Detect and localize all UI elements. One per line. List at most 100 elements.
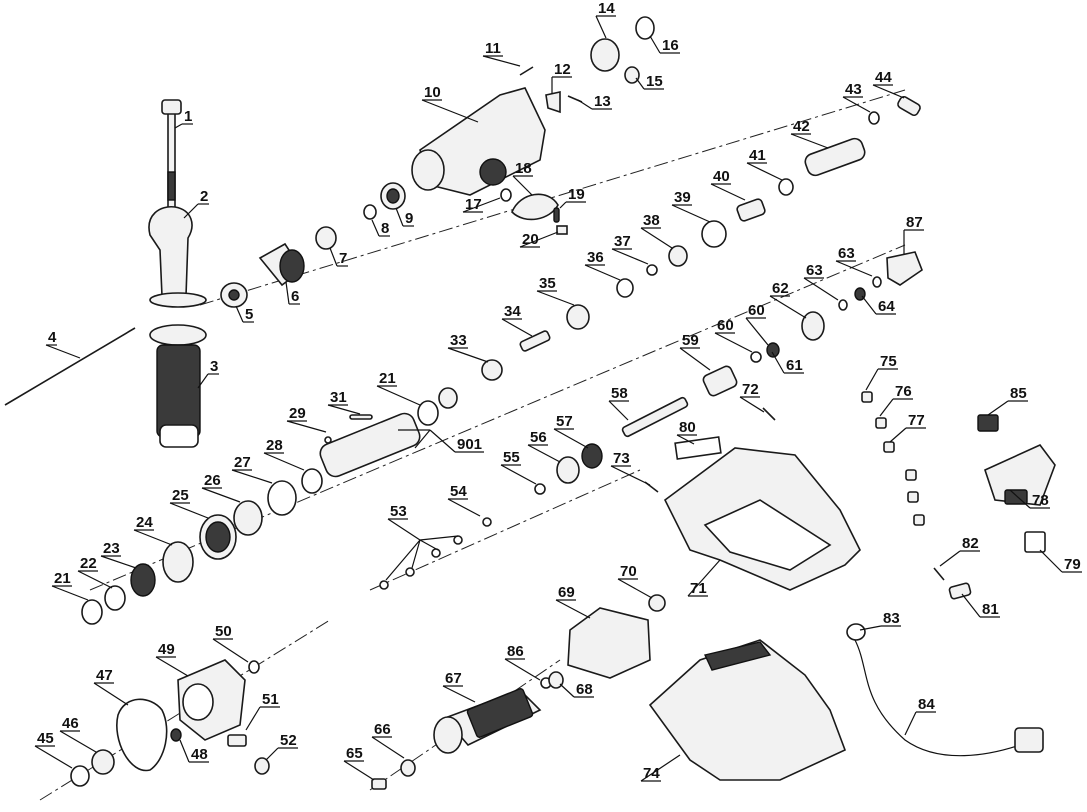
part-53a: [379, 580, 389, 590]
callout-leader: [842, 96, 871, 113]
callout-label: 82: [962, 535, 979, 552]
callout-label: 55: [503, 449, 520, 466]
callout-leader: [769, 295, 807, 319]
callout-label: 86: [507, 643, 524, 660]
callout-leader: [584, 264, 621, 281]
callout-p87: 87: [903, 214, 924, 254]
callout-leader: [559, 683, 575, 698]
callout-p34: 34: [501, 303, 533, 337]
callout-p38: 38: [640, 212, 673, 249]
part-69-stator: [567, 607, 651, 679]
part-43: [868, 111, 880, 125]
callout-leader: [710, 183, 746, 201]
callout-53-bracket: [385, 539, 421, 581]
callout-p22: 22: [77, 555, 113, 589]
callout-label: 34: [504, 303, 521, 320]
part-60: [750, 351, 762, 363]
part-82: [933, 567, 945, 581]
callout-p68: 68: [559, 681, 594, 698]
callout-p78: 78: [1009, 489, 1050, 509]
callout-label: 17: [465, 196, 482, 213]
rear-parts: [70, 659, 270, 787]
callout-leader: [635, 77, 645, 90]
callout-leader: [803, 277, 839, 301]
callout-p23: 23: [100, 540, 137, 569]
part-15: [624, 66, 640, 84]
side-handle-assembly: [4, 99, 207, 448]
callout-label: 85: [1010, 385, 1027, 402]
callout-p901: 901: [429, 429, 484, 453]
callout-p33: 33: [447, 332, 489, 363]
callout-leader: [608, 400, 629, 421]
callout-leader: [100, 555, 137, 569]
callout-label: 63: [806, 262, 823, 279]
callout-p43: 43: [842, 81, 871, 113]
part-70: [648, 594, 666, 612]
callout-label: 2: [200, 188, 208, 205]
callout-p6: 6: [285, 281, 300, 305]
part-44: [897, 95, 921, 117]
callout-p41: 41: [746, 147, 783, 181]
part-38: [668, 245, 688, 267]
housing-parts: [371, 447, 861, 790]
part-37: [646, 264, 658, 276]
callout-leader: [904, 711, 917, 736]
part-47-gasket: [116, 698, 168, 772]
part-23: [130, 563, 156, 597]
callout-p44: 44: [872, 69, 905, 99]
callout-leader: [512, 175, 533, 196]
callout-label: 63: [838, 245, 855, 262]
callout-leader: [34, 745, 73, 769]
callout-p53: 53: [387, 503, 421, 541]
callout-leader: [183, 203, 199, 219]
callout-leader: [51, 585, 89, 601]
callout-label: 53: [390, 503, 407, 520]
part-65: [371, 778, 387, 790]
callout-p14: 14: [595, 0, 616, 39]
callout-label: 16: [662, 37, 679, 54]
callout-label: 58: [611, 385, 628, 402]
callout-p58: 58: [608, 385, 629, 421]
callout-p83: 83: [859, 610, 901, 631]
callout-leader: [235, 305, 244, 323]
callout-label: 43: [845, 81, 862, 98]
part-78-switch: [984, 444, 1056, 506]
callout-label: 24: [136, 514, 153, 531]
part-16: [635, 16, 655, 40]
callout-p8: 8: [371, 219, 390, 237]
part-3-handle-grip: [156, 344, 201, 438]
callout-p63a: 63: [803, 262, 839, 301]
callout-label: 26: [204, 472, 221, 489]
callout-label: 46: [62, 715, 79, 732]
part-45: [70, 765, 90, 787]
callout-p46: 46: [59, 715, 97, 753]
callout-label: 59: [682, 332, 699, 349]
callout-p28: 28: [263, 437, 305, 471]
callout-p72: 72: [739, 381, 765, 413]
callout-label: 64: [878, 298, 895, 315]
callout-p37: 37: [611, 233, 649, 265]
callout-p18: 18: [512, 160, 533, 196]
part-63b: [872, 276, 882, 288]
callout-p42: 42: [790, 118, 829, 149]
callout-p15: 15: [635, 73, 664, 90]
callout-leader: [371, 219, 380, 237]
callout-leader: [577, 99, 593, 110]
callout-label: 71: [690, 580, 707, 597]
part-18-selector-knob: [511, 193, 559, 221]
callout-label: 11: [485, 40, 501, 57]
callout-p76: 76: [879, 383, 913, 417]
part-28: [301, 468, 323, 494]
callout-leader: [617, 578, 653, 599]
callout-leader: [555, 599, 591, 619]
callout-leader: [790, 133, 829, 149]
part-54: [482, 517, 492, 527]
callout-leader: [212, 638, 249, 663]
callout-label: 3: [210, 358, 218, 375]
part-85: [977, 414, 999, 432]
callout-p55: 55: [500, 449, 537, 485]
callout-leader: [504, 658, 541, 681]
callout-leader: [640, 227, 673, 249]
part-57: [581, 443, 603, 469]
callout-leader: [343, 760, 375, 781]
